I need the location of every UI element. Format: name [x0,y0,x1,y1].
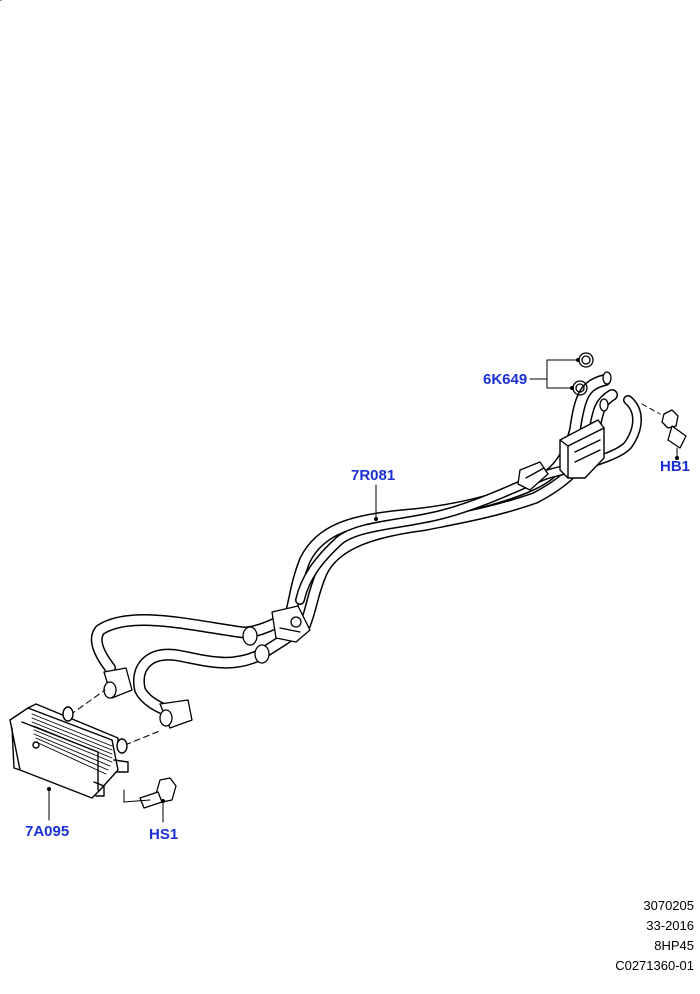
callout-6k649: 6K649 [483,371,528,388]
bolt-hb1-icon [641,403,687,449]
transmission-code: 8HP45 [654,938,694,953]
callout-7r081: 7R081 [351,467,396,484]
callout-hb1: HB1 [660,458,691,475]
oil-cooler [9,703,129,799]
leader-dots [47,358,679,803]
cooler-pipe-assembly [90,374,642,718]
drawing-reference-block: 3070205 33-2016 8HP45 C0271360-01 [615,896,694,976]
drawing-date-code: 33-2016 [646,918,694,933]
alignment-lines [69,689,163,746]
hose-connectors [242,626,270,664]
pipe-clip-mid [517,461,549,491]
bolt-hs1-icon [123,777,177,809]
pipe-end-fittings [599,371,612,412]
drawing-number: 3070205 [643,898,694,913]
callout-hs1: HS1 [149,826,179,843]
callout-7a095: 7A095 [25,823,70,840]
pipe-bracket-upper [559,419,605,479]
corner-mark [0,0,2,1]
leader-lines [48,359,678,823]
pipe-clip-lower [271,605,311,643]
cooler-fittings [103,667,193,729]
illustration-id: C0271360-01 [615,958,694,973]
